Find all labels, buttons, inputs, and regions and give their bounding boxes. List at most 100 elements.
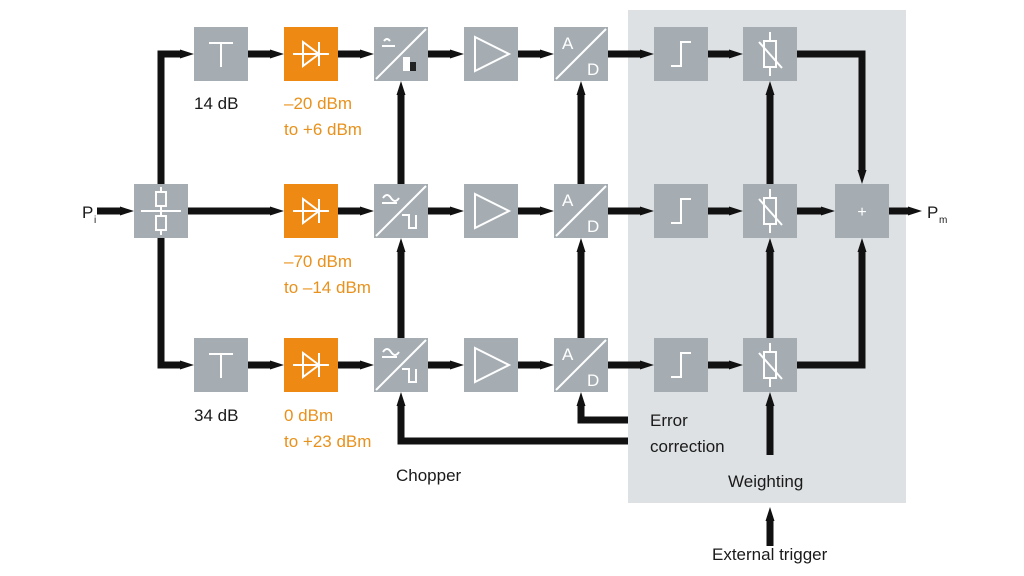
correction-to-weighting-wire-head — [729, 360, 743, 370]
step-function-icon — [671, 352, 691, 378]
chopper-link-lower-middle-head — [396, 238, 406, 252]
chopper-control-up-head — [396, 392, 406, 406]
output-label-sub: m — [939, 215, 947, 226]
chopper-diagonal — [375, 339, 427, 391]
summer-block: + — [835, 184, 889, 238]
adc-link-lower-middle-head — [576, 238, 586, 252]
lower-to-sum-wire — [858, 250, 866, 369]
step-function-icon — [671, 198, 691, 224]
chopper-diagonal — [375, 28, 427, 80]
middle-weighting-block — [743, 184, 797, 238]
wire-segment — [858, 50, 866, 172]
det-to-chopper-wire — [338, 207, 362, 215]
upper-range-line1: –20 dBm — [284, 94, 352, 113]
square-wave-icon — [402, 368, 417, 383]
adc-control-up — [577, 404, 585, 424]
correction-to-weighting-wire — [708, 207, 731, 215]
weighting-control-up-head — [765, 392, 775, 406]
adc-d-label: D — [587, 371, 599, 390]
input-wire — [97, 207, 122, 215]
correction-to-weighting-wire-head — [729, 49, 743, 59]
lower-adc-block: AD — [554, 338, 608, 392]
upper-weighting-to-sum-wire — [797, 50, 866, 58]
correction-to-weighting-wire — [708, 50, 731, 58]
lower-weighting-to-sum-wire — [797, 361, 866, 369]
chopper-to-amp-wire — [428, 207, 452, 215]
splitter-to-middle-wire — [188, 207, 272, 215]
amp-to-adc-wire — [518, 207, 542, 215]
arrow-head — [180, 49, 194, 59]
upper-adc-block: AD — [554, 27, 608, 81]
amp-to-adc-wire — [518, 50, 542, 58]
correction-to-weighting-wire — [708, 361, 731, 369]
lower-correction-block — [654, 338, 708, 392]
att-to-det-wire-head — [270, 360, 284, 370]
middle-weighting-to-sum-wire-head — [821, 206, 835, 216]
middle-detector-block — [284, 184, 338, 238]
splitter-down-wire — [157, 238, 165, 369]
middle-amplifier-block — [464, 184, 518, 238]
adc-link-middle-upper-head — [576, 81, 586, 95]
lower-detector-block — [284, 338, 338, 392]
weighting-label: Weighting — [728, 472, 803, 491]
adc-to-correction-wire — [608, 207, 642, 215]
adc-link-middle-upper — [577, 93, 585, 184]
diode-icon — [293, 351, 329, 379]
lower-range-line1: 0 dBm — [284, 406, 333, 425]
det-to-chopper-wire-head — [360, 360, 374, 370]
correction-to-weighting-wire-head — [729, 206, 743, 216]
output-wire-head — [908, 206, 922, 216]
undefined — [758, 41, 783, 69]
adc-a-label: A — [562, 345, 574, 364]
upper-range-line2: to +6 dBm — [284, 120, 362, 139]
input-label: P i — [82, 203, 96, 226]
weighting-link-lower-middle — [766, 250, 774, 338]
adc-icon — [555, 185, 607, 237]
ac-icon — [382, 194, 400, 204]
amplifier-triangle-icon — [474, 35, 512, 73]
middle-chopper-block — [374, 184, 428, 238]
diode-icon — [293, 40, 329, 68]
lower-amplifier-block — [464, 338, 518, 392]
splitter-up-wire — [157, 50, 165, 184]
lower-range-line2: to +23 dBm — [284, 432, 371, 451]
middle-weighting-to-sum-wire — [797, 207, 823, 215]
external-trigger-wire — [766, 519, 774, 546]
det-to-chopper-wire — [338, 50, 362, 58]
adc-d-label: D — [587, 217, 599, 236]
output-label: P m — [927, 203, 947, 226]
det-to-chopper-wire-head — [360, 49, 374, 59]
undefined — [758, 352, 783, 380]
middle-range-line2: to –14 dBm — [284, 278, 371, 297]
square-wave-icon — [403, 57, 410, 71]
chopper-to-amp-wire — [428, 50, 452, 58]
input-label-sub: i — [94, 215, 96, 226]
lower-to-sum-wire-head — [857, 238, 867, 252]
diode-icon — [293, 197, 329, 225]
adc-to-correction-wire-head — [640, 49, 654, 59]
adc-a-label: A — [562, 34, 574, 53]
lower-weighting-block — [743, 338, 797, 392]
lower-attenuator-block — [194, 338, 248, 392]
chopper-to-amp-wire — [428, 361, 452, 369]
weighting-link-middle-upper — [766, 93, 774, 184]
error-correction-label-line1: Error — [650, 411, 688, 430]
input-wire-head — [120, 206, 134, 216]
att-to-det-wire — [248, 361, 272, 369]
output-label-main: P — [927, 203, 938, 222]
upper-attenuation-label: 14 dB — [194, 94, 238, 113]
adc-control-up-head — [576, 392, 586, 406]
dc-icon — [382, 38, 395, 47]
chopper-control-up — [397, 404, 405, 445]
chopper-to-amp-wire-head — [450, 206, 464, 216]
splitter-to-lower-wire — [157, 361, 182, 369]
chopper-to-amp-wire-head — [450, 360, 464, 370]
attenuator-t-icon — [209, 353, 233, 378]
arrow-head — [180, 360, 194, 370]
adc-link-lower-middle — [577, 250, 585, 338]
amp-to-adc-wire — [518, 361, 542, 369]
upper-amplifier-block — [464, 27, 518, 81]
error-correction-wire — [577, 416, 628, 424]
